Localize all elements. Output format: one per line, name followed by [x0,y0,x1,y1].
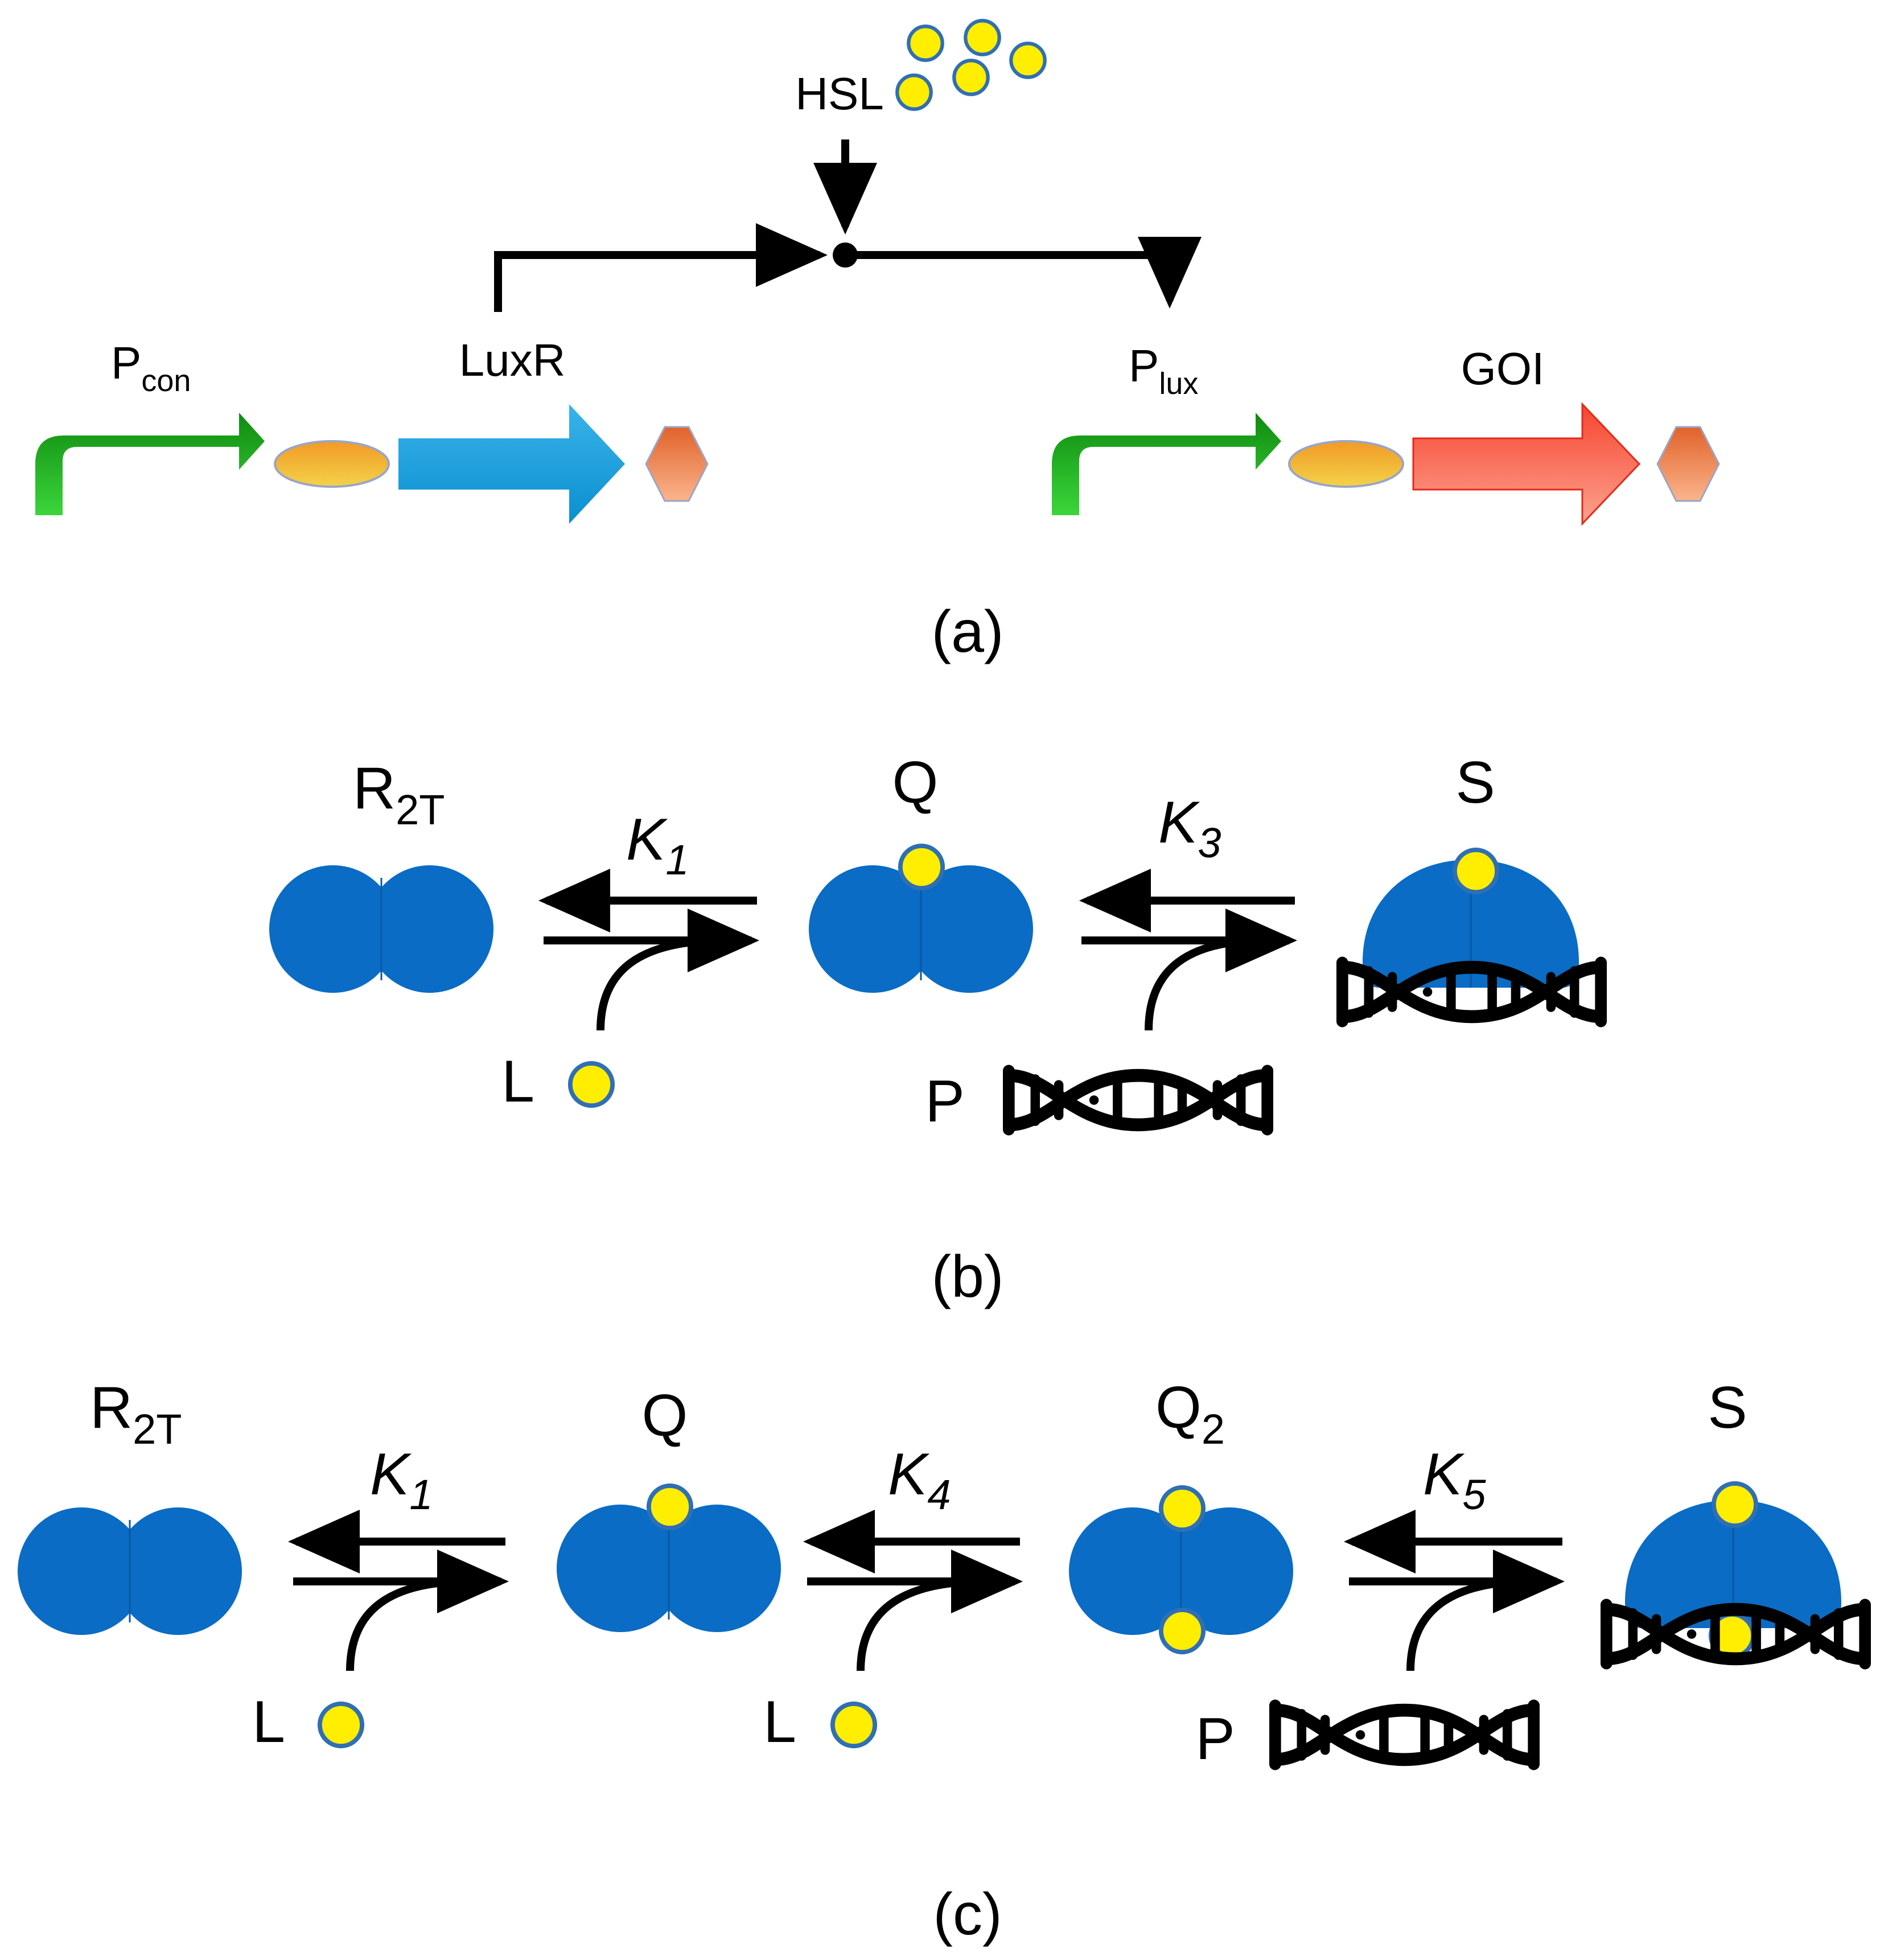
luxr-gene-icon [398,404,625,524]
ligand-icon [320,1704,362,1746]
plux-promoter-icon [1052,413,1281,515]
k4-equilibrium-arrows [803,1510,1023,1671]
hsl-molecule-icon [1011,43,1044,77]
hsl-molecule-icon [954,60,988,94]
luxr-label: LuxR [459,335,566,385]
r2t-dimer-icon [268,864,495,994]
q-label: Q [892,750,939,816]
r2t-label: R2T [90,1375,182,1453]
q2-label: Q2 [1155,1375,1225,1453]
hsl-molecule-icon [965,20,999,54]
k3-label: K3 [1158,790,1221,866]
k1-label: K1 [626,807,689,884]
panel-b: R2T K1 L Q K3 P S (b) [268,750,1601,1310]
k4-label: K4 [888,1441,951,1518]
caption-a: (a) [931,599,1003,665]
ligand-icon [649,1486,691,1528]
r2t-dimer-icon [17,1506,243,1636]
hsl-molecule-icon [897,75,931,109]
k1-equilibrium-arrows [288,1510,509,1671]
k1-label: K1 [370,1441,433,1518]
caption-b: (b) [931,1244,1003,1310]
terminator-icon [645,426,709,502]
panel-c: R2T K1 L Q K4 L Q2 K5 P [17,1375,1865,1947]
hsl-label: HSL [795,68,884,119]
hsl-molecules [897,20,1044,109]
ligand-icon [570,1063,612,1106]
pcon-label: Pcon [111,338,191,398]
ligand-icon [833,1704,875,1746]
caption-c: (c) [933,1881,1002,1947]
hsl-molecule-icon [908,26,942,60]
plux-label: Plux [1129,340,1198,401]
ligand-icon [900,846,943,888]
s-label: S [1708,1375,1747,1441]
l-label: L [252,1689,285,1755]
goi-gene-icon [1412,402,1641,526]
ligand-icon [1714,1484,1756,1526]
ligand-icon [1161,1610,1203,1652]
rbs-icon [274,440,390,488]
k5-label: K5 [1423,1441,1486,1518]
p-label: P [1195,1706,1235,1772]
dna-promoter-icon [1275,1706,1533,1764]
k5-equilibrium-arrows [1344,1510,1565,1671]
terminator-icon [1656,426,1720,502]
panel-a: HSL Pcon LuxR Plux GOI (a) [35,20,1720,665]
pcon-promoter-icon [35,413,265,515]
k1-equilibrium-arrows [538,869,759,1031]
l-label: L [501,1049,534,1115]
l-label: L [763,1689,796,1755]
junction-dot [833,243,858,268]
ligand-icon [1455,850,1497,892]
q-label: Q [642,1383,688,1449]
rbs-icon [1288,440,1404,488]
k3-equilibrium-arrows [1079,869,1297,1031]
r2t-label: R2T [353,755,445,833]
dna-promoter-icon [1009,1071,1267,1129]
s-label: S [1455,750,1495,816]
goi-label: GOI [1461,343,1545,394]
ligand-icon [1161,1488,1203,1530]
p-label: P [925,1069,964,1135]
regulation-arrows [494,139,1202,312]
